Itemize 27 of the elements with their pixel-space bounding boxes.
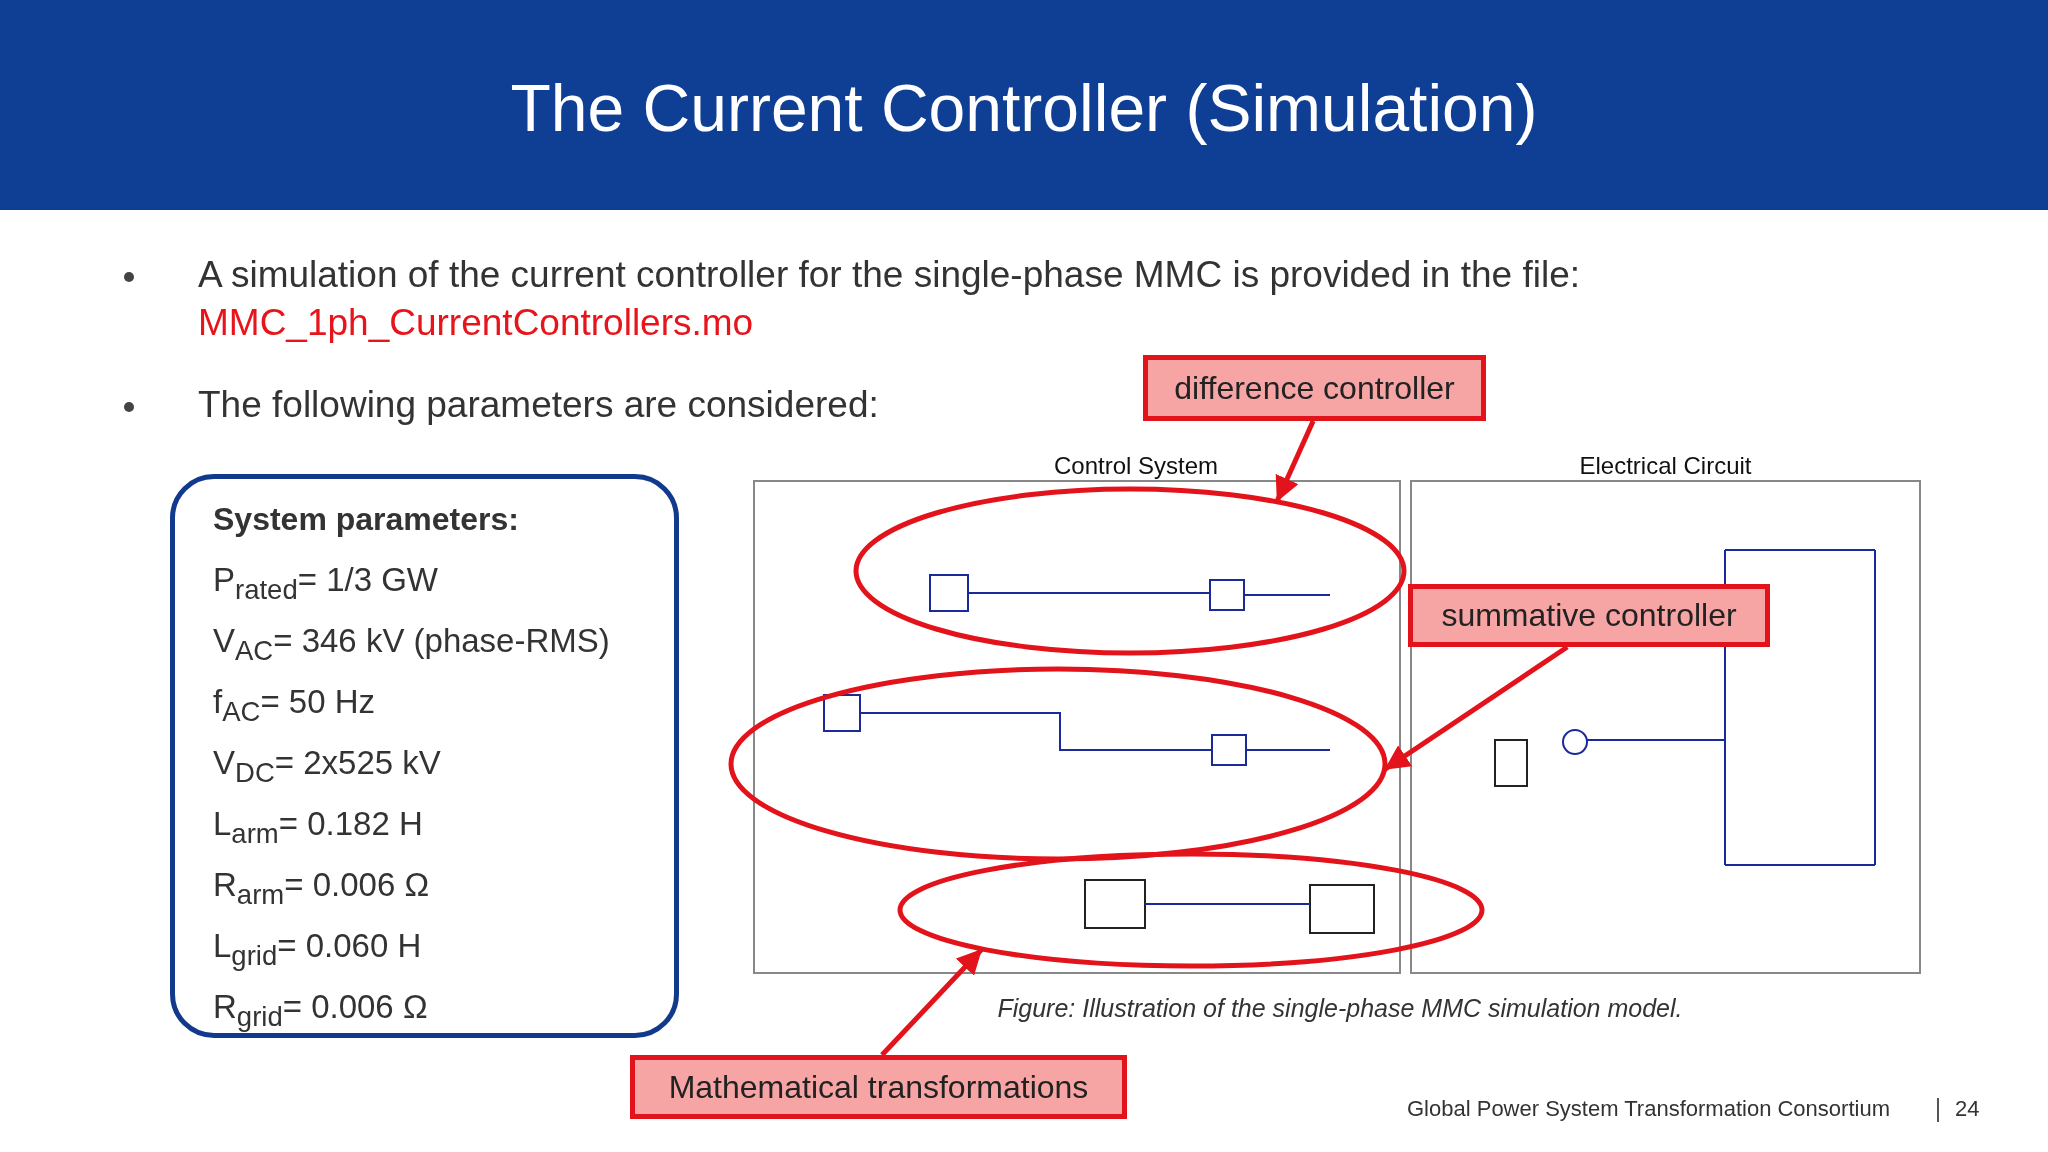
bullet-text: A simulation of the current controller for the single-phase MMC is provided in the file: xyxy=(198,254,1580,296)
bullet-text: The following parameters are considered: xyxy=(198,384,879,426)
panel-heading: Control System xyxy=(1052,452,1220,480)
parameter-text: R$_{grid}$= 0.006 Ω xyxy=(213,987,429,1034)
figure-caption: Figure: Illustration of the single-phase MMC simulation model. xyxy=(996,994,1684,1023)
parameter-text: V$_{AC}$= 346 kV (phase-RMS) xyxy=(213,621,611,668)
highlight-ellipse xyxy=(897,851,1485,969)
panel-heading: System parameters: xyxy=(213,500,520,539)
page-number: 24 xyxy=(1955,1096,1980,1122)
parameter-text: L$_{grid}$= 0.060 H xyxy=(213,926,423,973)
parameter-text: R$_{arm}$= 0.006 Ω xyxy=(213,865,431,912)
arrow xyxy=(1274,419,1316,503)
file-name: MMC_1ph_CurrentControllers.mo xyxy=(198,302,754,344)
parameter-text: P$_{rated}$= 1/3 GW xyxy=(213,560,439,607)
highlight-ellipse xyxy=(853,486,1407,656)
callout-box: Mathematical transformations xyxy=(630,1055,1127,1119)
slide-title: The Current Controller (Simulation) xyxy=(509,70,1539,147)
panel-heading: Electrical Circuit xyxy=(1578,452,1753,480)
arrow xyxy=(880,947,984,1057)
parameter-text: V$_{DC}$= 2x525 kV xyxy=(213,743,442,790)
parameter-text: L$_{arm}$= 0.182 H xyxy=(213,804,424,851)
callout-box: summative controller xyxy=(1408,584,1770,647)
parameter-panel xyxy=(170,474,679,1038)
footer-text: Global Power System Transformation Consortium xyxy=(1407,1096,1890,1122)
highlight-ellipse xyxy=(728,666,1388,862)
parameter-text: f$_{AC}$= 50 Hz xyxy=(213,682,377,729)
callout-box: difference controller xyxy=(1143,355,1486,421)
